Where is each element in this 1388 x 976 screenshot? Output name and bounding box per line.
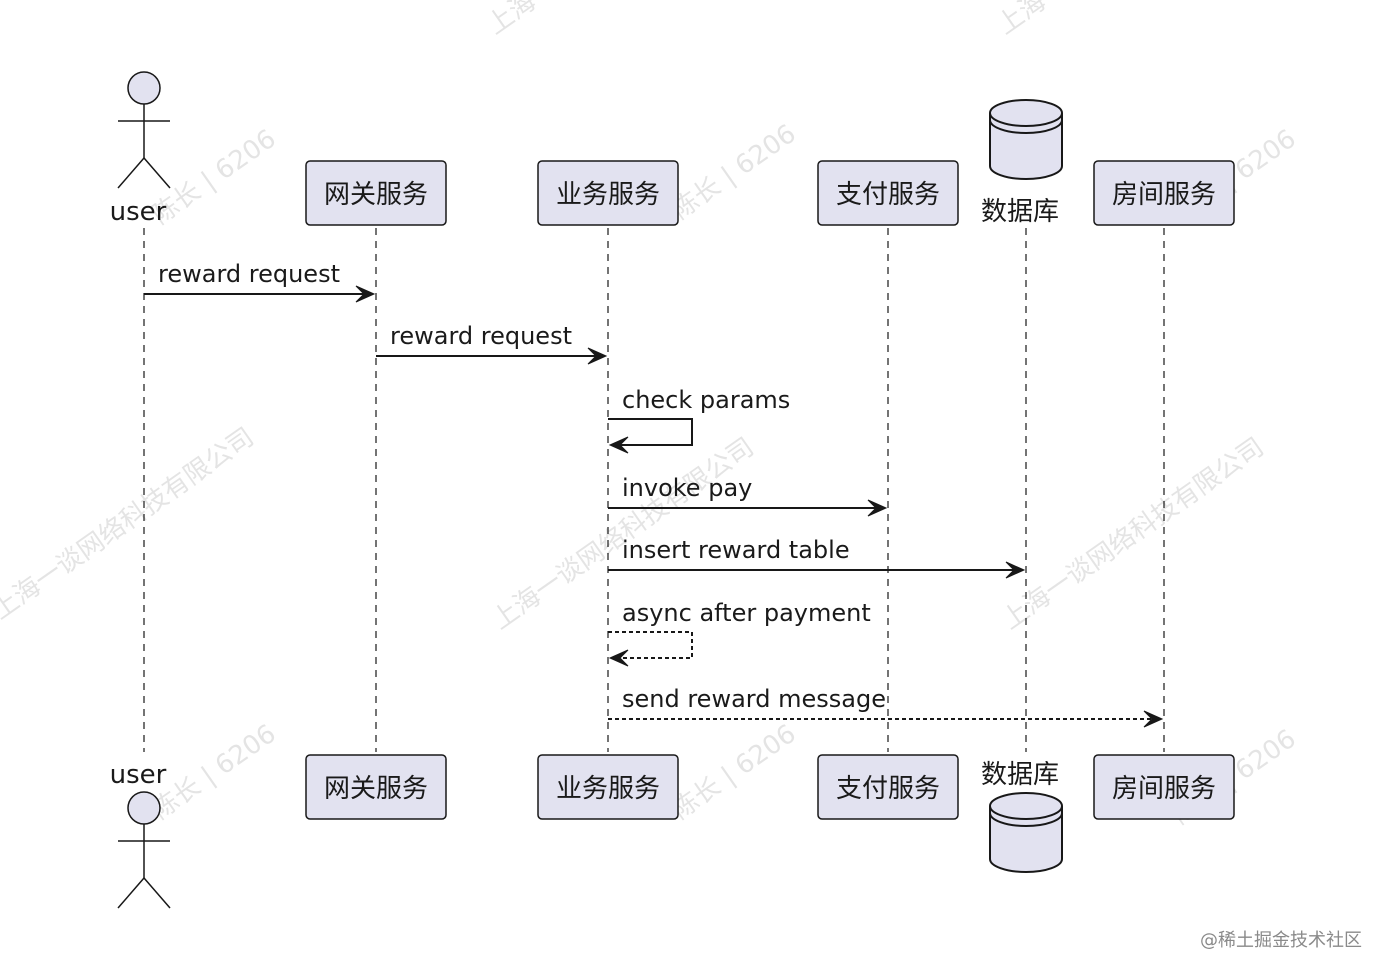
arrowhead-icon — [608, 649, 629, 667]
message-label: invoke pay — [622, 474, 752, 502]
participant-label: 业务服务 — [556, 774, 660, 804]
arrowhead-icon — [355, 285, 376, 303]
top-participant-room: 房间服务 — [1093, 160, 1235, 226]
arrowhead-icon — [1005, 561, 1026, 579]
message-4: invoke pay — [608, 474, 888, 517]
message-label: check params — [622, 386, 790, 414]
participant-box — [305, 754, 447, 820]
arrowhead-icon — [867, 499, 888, 517]
actor-head — [127, 71, 161, 105]
participant-label: 支付服务 — [836, 180, 940, 210]
bottom-actor-label: user — [110, 760, 167, 790]
bottom-participant-payment: 支付服务 — [817, 754, 959, 820]
message-label: async after payment — [622, 599, 871, 627]
arrowhead-icon — [587, 347, 608, 365]
top-participant-business: 业务服务 — [537, 160, 679, 226]
participant-label: 房间服务 — [1112, 774, 1216, 804]
top-database-label: 数据库 — [981, 197, 1059, 227]
self-message-line — [608, 631, 693, 659]
participant-box — [537, 754, 679, 820]
lifeline-layer — [143, 228, 1165, 752]
top-actor-icon — [117, 71, 171, 189]
message-6: async after payment — [608, 599, 871, 667]
top-participant-gateway: 网关服务 — [305, 160, 447, 226]
self-message-line — [608, 418, 693, 446]
top-participant-payment: 支付服务 — [817, 160, 959, 226]
actor-head — [127, 791, 161, 825]
participant-box — [305, 160, 447, 226]
message-7: send reward message — [608, 685, 1164, 728]
message-label: insert reward table — [622, 536, 850, 564]
watermark-city: 上海 — [482, 0, 542, 41]
watermark-name-tag: 陈长 | 6206 — [667, 119, 802, 226]
top-actor-label: user — [110, 197, 167, 227]
message-1: reward request — [144, 260, 376, 303]
message-5: insert reward table — [608, 536, 1026, 579]
watermark-name-tag: 陈长 | 6206 — [147, 719, 282, 826]
bottom-participant-gateway: 网关服务 — [305, 754, 447, 820]
watermark-name-tag: 陈长 | 6206 — [147, 124, 282, 231]
participant-box — [817, 160, 959, 226]
message-label: send reward message — [622, 685, 886, 713]
arrowhead-icon — [608, 436, 629, 454]
database-top-rim — [989, 112, 1063, 127]
participant-footer-row: user 网关服务 业务服务 支付服务 数据库 房间服务 — [110, 754, 1235, 909]
message-label: reward request — [158, 260, 340, 288]
actor-right-leg — [143, 877, 171, 909]
database-rim — [989, 119, 1063, 134]
participant-label: 网关服务 — [324, 180, 428, 210]
participant-box — [817, 754, 959, 820]
database-rim — [989, 812, 1063, 827]
database-cylinder — [989, 792, 1063, 873]
participant-label: 网关服务 — [324, 774, 428, 804]
bottom-actor-icon — [117, 791, 171, 909]
message-2: reward request — [376, 322, 608, 365]
participant-label: 支付服务 — [836, 774, 940, 804]
bottom-database-label: 数据库 — [981, 760, 1059, 790]
message-layer: reward request reward request check params… — [144, 260, 1164, 728]
top-database-icon — [989, 99, 1063, 180]
bottom-participant-room: 房间服务 — [1093, 754, 1235, 820]
participant-label: 房间服务 — [1112, 180, 1216, 210]
watermark-city: 上海 — [992, 0, 1052, 41]
actor-left-leg — [117, 877, 145, 909]
bottom-database-icon — [989, 792, 1063, 873]
participant-label: 业务服务 — [556, 180, 660, 210]
watermark-name-tag: 陈长 | 6206 — [667, 719, 802, 826]
message-3: check params — [608, 386, 790, 454]
footer-credit: @稀土掘金技术社区 — [1200, 930, 1362, 951]
database-top-rim — [989, 805, 1063, 820]
participant-box — [1093, 754, 1235, 820]
database-cylinder — [989, 99, 1063, 180]
watermark-company: 上海一谈网络科技有限公司 — [997, 432, 1270, 636]
message-label: reward request — [390, 322, 572, 350]
bottom-participant-business: 业务服务 — [537, 754, 679, 820]
participant-box — [537, 160, 679, 226]
watermark-company: 上海一谈网络科技有限公司 — [0, 422, 260, 626]
actor-left-leg — [117, 157, 145, 189]
actor-right-leg — [143, 157, 171, 189]
participant-box — [1093, 160, 1235, 226]
arrowhead-icon — [1143, 710, 1164, 728]
